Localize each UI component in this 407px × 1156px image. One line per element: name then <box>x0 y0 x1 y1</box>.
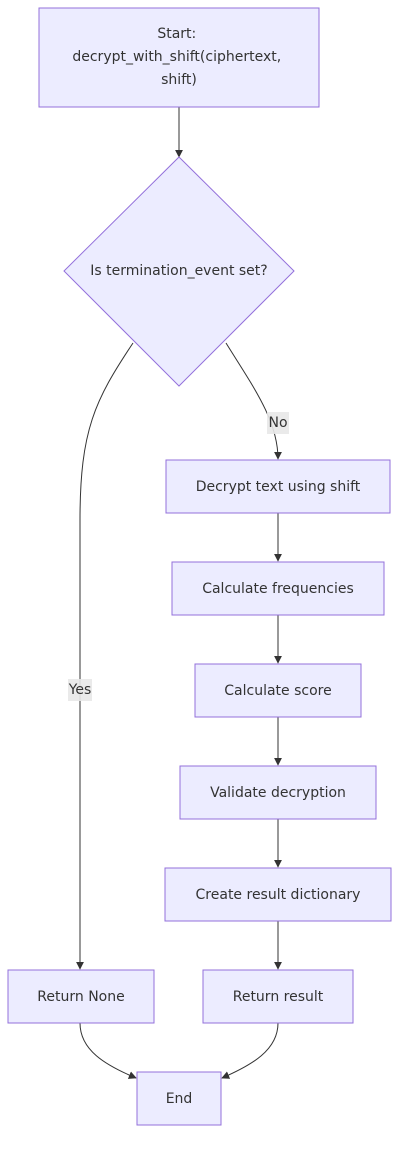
edge-check-to-return-none <box>76 342 134 970</box>
node-validate-decryption: Validate decryption <box>179 765 377 820</box>
node-calc-score: Calculate score <box>194 663 362 718</box>
node-return-result: Return result <box>202 969 354 1024</box>
node-create-result-label: Create result dictionary <box>196 887 361 903</box>
node-validate-decryption-label: Validate decryption <box>210 785 346 801</box>
edge-label-no-text: No <box>268 415 287 431</box>
edge-return-result-to-end <box>221 1022 279 1079</box>
node-start-label: Start: decrypt_with_shift(ciphertext, sh… <box>72 26 285 88</box>
node-end: End <box>136 1071 222 1126</box>
node-decrypt-text: Decrypt text using shift <box>165 459 391 514</box>
node-start-line-1: Start: <box>157 26 196 42</box>
node-calc-frequencies: Calculate frequencies <box>171 561 385 616</box>
edges <box>76 107 282 1079</box>
node-check-termination-label: Is termination_event set? <box>90 263 267 279</box>
edge-label-yes: Yes <box>68 679 92 701</box>
node-return-result-label: Return result <box>233 989 324 1005</box>
node-return-none-label: Return None <box>37 989 124 1005</box>
node-create-result: Create result dictionary <box>164 867 392 922</box>
edge-label-yes-text: Yes <box>68 682 92 698</box>
node-end-label: End <box>166 1091 193 1107</box>
node-calc-frequencies-label: Calculate frequencies <box>202 581 354 597</box>
node-return-none: Return None <box>7 969 155 1024</box>
node-start-line-3: shift) <box>161 72 197 88</box>
node-start-line-2: decrypt_with_shift(ciphertext, <box>72 49 281 65</box>
node-check-termination: Is termination_event set? <box>63 156 295 387</box>
node-calc-score-label: Calculate score <box>224 683 331 699</box>
node-start: Start: decrypt_with_shift(ciphertext, sh… <box>38 7 320 108</box>
edge-return-none-to-end <box>79 1022 137 1079</box>
node-decrypt-text-label: Decrypt text using shift <box>196 479 361 495</box>
edge-label-no: No <box>267 412 289 434</box>
edge-check-to-decrypt <box>225 342 282 460</box>
